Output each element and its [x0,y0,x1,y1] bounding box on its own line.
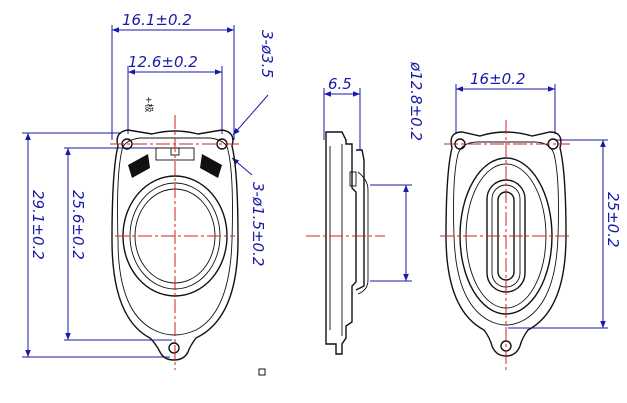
depth-label: 6.5 [328,75,352,93]
side-view: 6.5 ø12.8±0.2 [306,61,425,355]
stray-marker [258,368,266,376]
side-body-outline [325,131,357,355]
rear-view: 16±0.2 25±0.2 [440,70,622,370]
terminal-pad-right [200,154,222,178]
width-holes-label: 12.6±0.2 [128,53,198,71]
mount-holes-label: 3-ø3.5 [258,30,276,78]
front-mount-hole-bottom [168,342,180,354]
rear-width-label: 16±0.2 [470,70,526,88]
rear-height-label: 25±0.2 [604,192,622,248]
height-outer-label: 29.1±0.2 [29,190,47,260]
width-outer-label: 16.1±0.2 [122,11,192,29]
small-holes-label: 3-ø1.5±0.2 [249,182,267,266]
diameter-label: ø12.8±0.2 [407,61,425,141]
height-holes-label: 25.6±0.2 [69,190,87,260]
polarity-mark: +极 [143,96,155,113]
front-view: 16.1±0.2 12.6±0.2 3-ø3.5 3-ø1.5±0.2 29.1… [22,11,276,370]
terminal-pad-left [128,154,150,178]
rear-frame-outline [445,131,567,357]
front-frame-outline [111,129,239,361]
